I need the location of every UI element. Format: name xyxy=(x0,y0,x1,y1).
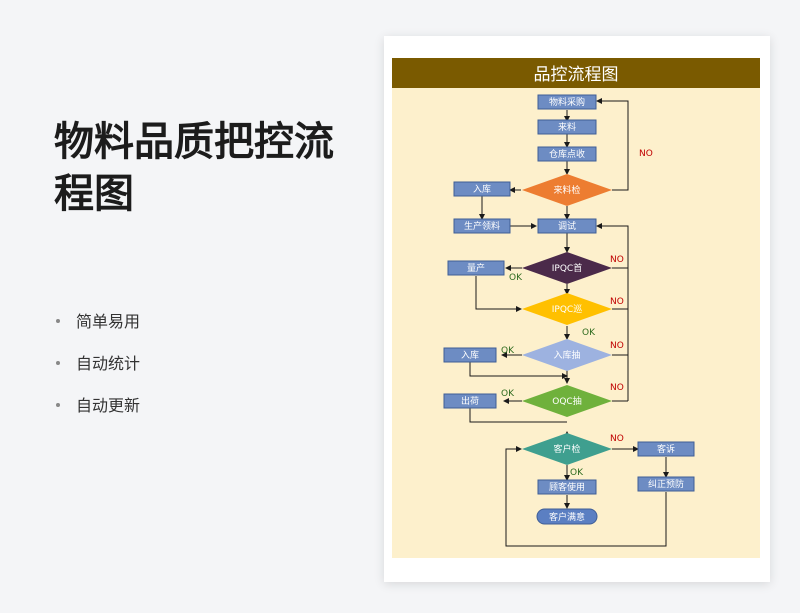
feature-item: 自动统计 xyxy=(56,348,140,390)
page-title: 物料品质把控流程图 xyxy=(54,119,334,217)
connector xyxy=(505,446,667,547)
bullet-icon xyxy=(56,318,60,323)
feature-item: 自动更新 xyxy=(56,390,140,432)
ok-label: OK xyxy=(501,346,515,356)
node-incoming-inspect: 来料检 xyxy=(553,184,580,196)
node-ipqc-first: IPQC首 xyxy=(552,262,582,274)
no-label: NO xyxy=(610,297,624,307)
node-production-pick: 生产领料 xyxy=(464,220,500,232)
feature-list: 简单易用 自动统计 自动更新 xyxy=(56,306,140,432)
no-label: NO xyxy=(610,255,624,265)
process-box-incoming xyxy=(537,119,597,135)
process-box-customer-use xyxy=(537,479,597,495)
feature-label: 自动统计 xyxy=(76,354,141,373)
process-box-store1 xyxy=(453,181,511,197)
feature-label: 自动更新 xyxy=(76,396,141,415)
node-mass-production: 量产 xyxy=(467,262,485,274)
ok-label: OK xyxy=(570,468,584,478)
node-debug: 调试 xyxy=(558,220,576,232)
node-oqc-sample: OQC抽 xyxy=(552,395,581,407)
node-store-sample: 入库抽 xyxy=(553,349,580,361)
process-box-debug xyxy=(537,218,597,234)
decision-ipqc-first xyxy=(522,252,612,284)
no-label: NO xyxy=(639,149,653,159)
bullet-icon xyxy=(56,360,60,365)
bullet-icon xyxy=(56,402,60,407)
node-customer-inspect: 客户检 xyxy=(553,443,580,455)
node-purchase: 物料采购 xyxy=(549,96,585,108)
node-customer-use: 顾客使用 xyxy=(549,481,585,493)
connector xyxy=(596,98,629,191)
node-incoming: 来料 xyxy=(558,121,576,133)
ok-label: OK xyxy=(582,328,596,338)
ok-label: OK xyxy=(509,273,523,283)
decision-store-sample xyxy=(522,339,612,371)
terminal-node xyxy=(536,508,598,525)
flowchart-card: 品控流程图 xyxy=(384,36,770,582)
decision-ipqc-patrol xyxy=(522,293,612,325)
no-label: NO xyxy=(610,383,624,393)
flowchart-svg: 品控流程图 xyxy=(392,58,760,558)
no-label: NO xyxy=(610,434,624,444)
diagram-header xyxy=(392,58,760,88)
node-store1: 入库 xyxy=(473,183,491,195)
process-box-warehouse-check xyxy=(537,146,597,162)
diagram-title: 品控流程图 xyxy=(534,65,619,85)
node-customer-satisfied: 客户满意 xyxy=(549,511,585,523)
feature-item: 简单易用 xyxy=(56,306,140,348)
process-box-mass-production xyxy=(447,260,505,276)
connector xyxy=(469,362,568,379)
node-correct-prevent: 纠正预防 xyxy=(648,478,684,490)
process-box-correct-prevent xyxy=(637,476,695,492)
process-box-complaint xyxy=(637,441,695,457)
node-ship: 出荷 xyxy=(461,395,479,407)
process-box-store2 xyxy=(443,347,497,363)
process-box-purchase xyxy=(537,94,597,110)
decision-oqc-sample xyxy=(522,385,612,417)
node-ipqc-patrol: IPQC巡 xyxy=(552,304,582,315)
feature-label: 简单易用 xyxy=(76,312,141,331)
connector xyxy=(469,408,567,423)
decision-customer-inspect xyxy=(522,433,612,465)
decision-incoming-inspect xyxy=(522,174,612,206)
node-store2: 入库 xyxy=(461,349,479,361)
node-complaint: 客诉 xyxy=(657,443,675,455)
ok-label: OK xyxy=(501,389,515,399)
node-warehouse-check: 仓库点收 xyxy=(549,148,585,160)
connectors xyxy=(469,98,669,547)
process-box-ship xyxy=(443,393,497,409)
process-box-production-pick xyxy=(453,218,511,234)
connector xyxy=(475,276,522,312)
no-label: NO xyxy=(610,341,624,351)
